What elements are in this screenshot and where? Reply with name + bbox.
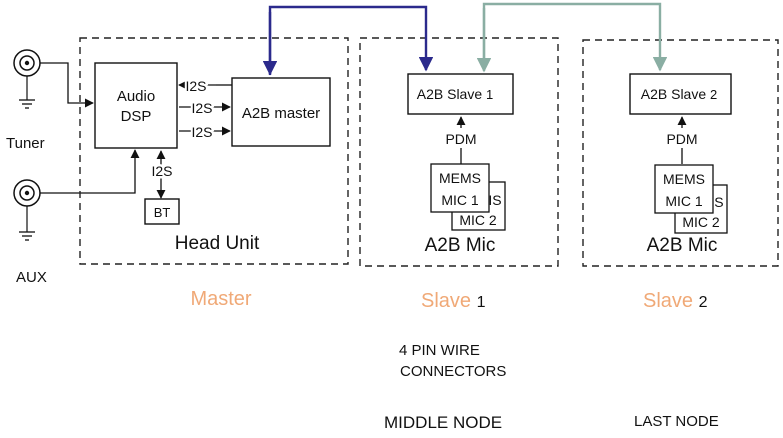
svg-text:MIC 2: MIC 2 (682, 214, 720, 230)
tuner-connector-icon (13, 49, 41, 109)
slave1-group (359, 37, 559, 267)
audio-dsp-label-line2: DSP (121, 108, 152, 125)
slave2-a2b-box (629, 73, 732, 115)
bt-box (144, 198, 180, 225)
head-unit-label: Head Unit (175, 233, 260, 254)
slave1-a2b-mic-label: A2B Mic (425, 235, 496, 256)
slave2-group (582, 39, 779, 267)
svg-text:IS: IS (488, 192, 501, 208)
svg-text:MEMS: MEMS (663, 171, 705, 187)
slave1-pdm-label: PDM (445, 131, 476, 147)
slave2-a2b-label: A2B Slave 2 (641, 86, 718, 102)
wire-note-line1: 4 PIN WIRE (399, 342, 480, 359)
slave1-a2b-box (407, 73, 514, 115)
aux-label: AUX (16, 269, 47, 286)
slave1-to-slave2-link (482, 2, 668, 72)
i2s-label-3: I2S (191, 124, 212, 140)
svg-text:MIC 1: MIC 1 (665, 193, 703, 209)
slave1-a2b-label: A2B Slave 1 (417, 86, 494, 102)
slave2-role-label: Slave 2 (643, 290, 708, 312)
a2b-master-box (231, 77, 331, 147)
aux-wire (40, 149, 140, 194)
middle-node-label: MIDDLE NODE (384, 413, 502, 432)
tuner-label: Tuner (6, 135, 45, 152)
audio-dsp-label-line1: Audio (117, 88, 155, 105)
tuner-wire (40, 62, 94, 108)
svg-text:IS: IS (710, 194, 723, 210)
wire-note-line2: CONNECTORS (400, 363, 506, 380)
a2b-master-label: A2B master (242, 105, 320, 122)
head-unit-group (79, 37, 349, 265)
slave1-role-label: Slave 1 (421, 290, 486, 312)
bt-i2s-label: I2S (151, 163, 172, 179)
i2s-label-1: I2S (185, 78, 206, 94)
svg-text:MEMS: MEMS (439, 170, 481, 186)
last-node-label: LAST NODE (634, 413, 719, 430)
master-role-label: Master (190, 288, 251, 310)
aux-connector-icon (13, 179, 41, 241)
slave2-pdm-label: PDM (666, 131, 697, 147)
slave2-mems-mic1-chip: MEMS MIC 1 (654, 164, 714, 214)
bt-label: BT (154, 205, 171, 220)
slave2-a2b-mic-label: A2B Mic (647, 235, 718, 256)
svg-text:MIC 2: MIC 2 (459, 212, 497, 228)
slave1-mems-mic1-chip: MEMS MIC 1 (430, 163, 490, 213)
svg-text:MIC 1: MIC 1 (441, 192, 479, 208)
i2s-label-2: I2S (191, 100, 212, 116)
audio-dsp-box (94, 62, 178, 149)
